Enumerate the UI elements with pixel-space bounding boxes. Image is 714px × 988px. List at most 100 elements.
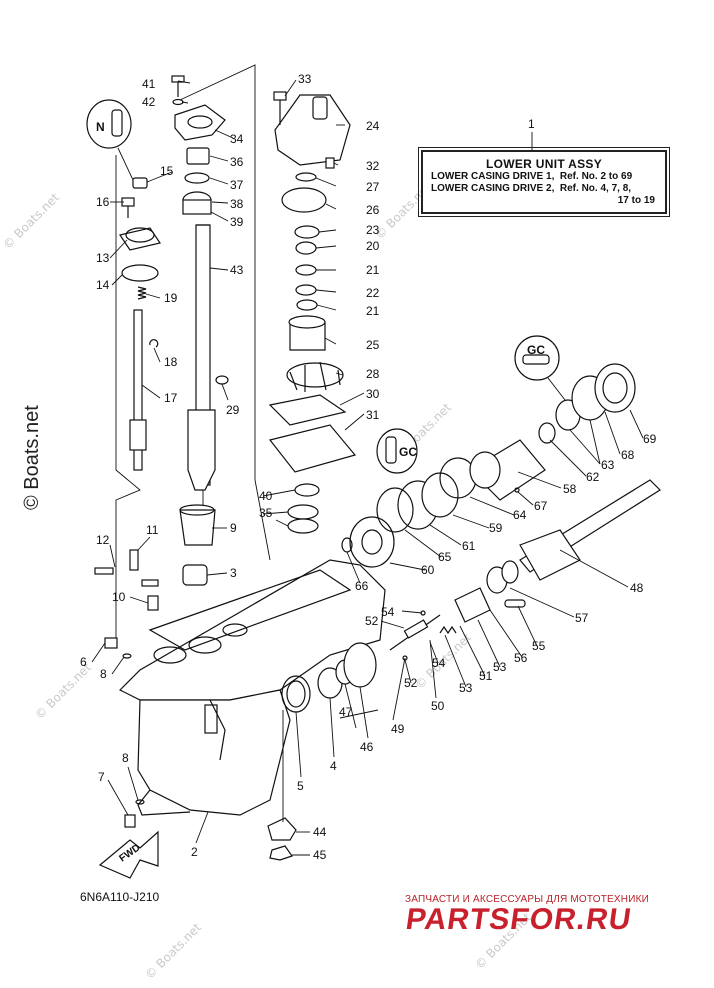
callout-14: 14 [96,278,110,292]
callout-4: 4 [330,759,337,773]
callout-65: 65 [438,550,452,564]
callout-69: 69 [643,432,657,446]
callout-24: 24 [366,119,380,133]
callout-19: 19 [164,291,178,305]
callout-54-a: 54 [381,605,395,619]
callout-66: 66 [355,579,369,593]
callout-21-a: 21 [366,263,380,277]
callout-27: 27 [366,180,380,194]
diagram-code: 6N6A110-J210 [80,890,160,904]
legend-box: LOWER UNIT ASSY LOWER CASING DRIVE 1, Re… [418,147,670,217]
svg-text:N: N [96,120,105,134]
callout-15: 15 [160,164,174,178]
callout-53-b: 53 [493,660,507,674]
callout-55: 55 [532,639,546,653]
forward-arrow: FWD [98,830,159,879]
callout-20: 20 [366,239,380,253]
lubricant-symbols: N GC GC [86,99,566,474]
callout-33: 33 [298,72,312,86]
callout-48: 48 [630,581,644,595]
callout-21-b: 21 [366,304,380,318]
callout-50: 50 [431,699,445,713]
callout-31: 31 [366,408,380,422]
callout-46: 46 [360,740,374,754]
callout-labels: 41 42 34 36 37 38 39 43 33 24 32 27 26 2… [80,72,657,862]
callout-7: 7 [98,770,105,784]
callout-54-b: 54 [432,656,446,670]
callout-59: 59 [489,521,503,535]
callout-34: 34 [230,132,244,146]
legend-line-2: LOWER CASING DRIVE 2, Ref. No. 4, 7, 8, [431,183,632,194]
callout-23: 23 [366,223,380,237]
callout-6: 6 [80,655,87,669]
callout-47: 47 [339,705,353,719]
leader-lines [91,79,644,856]
lower-casing [118,559,386,816]
callout-49: 49 [391,722,405,736]
banner-brand-logo: PARTSFOR.RU [403,903,634,936]
callout-32: 32 [366,159,380,173]
callout-30: 30 [366,387,380,401]
callout-58: 58 [563,482,577,496]
callout-43: 43 [230,263,244,277]
callout-1: 1 [528,117,535,131]
callout-67: 67 [534,499,548,513]
callout-8-a: 8 [100,667,107,681]
svg-text:GC: GC [399,445,417,459]
casing-outline [115,64,271,640]
callout-5: 5 [297,779,304,793]
callout-16: 16 [96,195,110,209]
svg-text:© Boats.net: © Boats.net [32,660,94,722]
callout-28: 28 [366,367,380,381]
callout-35: 35 [259,506,273,520]
legend-line-1: LOWER CASING DRIVE 1, Ref. No. 2 to 69 [431,171,633,182]
gear-parts [267,363,636,861]
shift-parts [94,75,229,828]
legend-line-3: 17 to 19 [617,195,655,206]
callout-56: 56 [514,651,528,665]
water-pump-stack [268,91,357,534]
svg-text:© Boats.net: © Boats.net [142,920,204,982]
callout-10: 10 [112,590,126,604]
callout-39: 39 [230,215,244,229]
callout-63-a: 63 [601,458,615,472]
callout-17: 17 [164,391,178,405]
callout-41: 41 [142,77,156,91]
callout-2: 2 [191,845,198,859]
callout-37: 37 [230,178,244,192]
callout-11: 11 [146,523,159,537]
callout-8-b: 8 [122,751,129,765]
callout-9: 9 [230,521,237,535]
callout-12: 12 [96,533,110,547]
legend-title: LOWER UNIT ASSY [485,157,603,171]
callout-3: 3 [230,566,237,580]
callout-57: 57 [575,611,589,625]
callout-60: 60 [421,563,435,577]
vertical-shafts [129,224,216,505]
callout-26: 26 [366,203,380,217]
callout-22: 22 [366,286,380,300]
callout-53-a: 53 [459,681,473,695]
propeller-shaft [519,479,661,581]
callout-38: 38 [230,197,244,211]
callout-18: 18 [164,355,178,369]
callout-42: 42 [142,95,156,109]
callout-61: 61 [462,539,476,553]
callout-44: 44 [313,825,327,839]
svg-text:© Boats.net: © Boats.net [0,190,62,252]
callout-51: 51 [479,669,493,683]
callout-40: 40 [259,489,273,503]
callout-29: 29 [226,403,240,417]
svg-text:GC: GC [527,343,545,357]
callout-25: 25 [366,338,380,352]
callout-36: 36 [230,155,244,169]
callout-52-a: 52 [365,614,379,628]
watermark-layer: © Boats.net © Boats.net © Boats.net © Bo… [0,180,534,982]
callout-68: 68 [621,448,635,462]
callout-62: 62 [586,470,600,484]
callout-13: 13 [96,251,110,265]
watermark-vertical: © Boats.net [21,405,43,510]
banner-tagline: ЗАПЧАСТИ И АКСЕССУАРЫ ДЛЯ МОТОТЕХНИКИ [405,894,650,905]
callout-64: 64 [513,508,527,522]
